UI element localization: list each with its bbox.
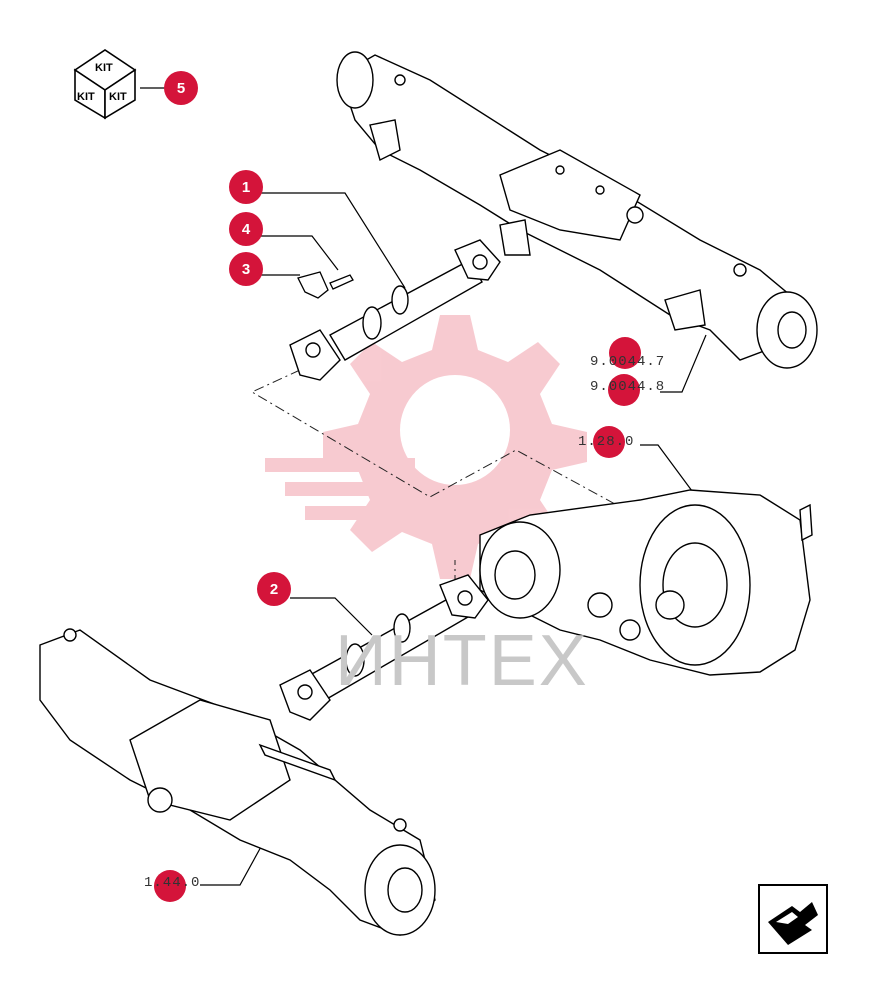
ref-marker-rear-a — [609, 337, 641, 369]
kit-right-label: KIT — [109, 91, 127, 103]
upper-driveshaft — [289, 239, 501, 381]
callout-3[interactable]: 3 — [229, 252, 263, 286]
kit-box-icon — [73, 49, 137, 120]
ref-marker-rear-b — [608, 374, 640, 406]
callout-5[interactable]: 5 — [164, 71, 198, 105]
callout-2[interactable]: 2 — [257, 572, 291, 606]
callout-1[interactable]: 1 — [229, 170, 263, 204]
ref-front-axle[interactable]: 1.44.0 — [144, 875, 201, 891]
rear-axle-assembly — [336, 51, 818, 369]
kit-left-label: KIT — [77, 91, 95, 103]
front-axle-assembly — [39, 628, 436, 936]
ref-marker-front-axle — [154, 870, 186, 902]
lower-driveshaft — [279, 574, 489, 721]
ref-rear-axle-b[interactable]: 9.0044.8 — [590, 379, 666, 395]
watermark-text: ИНТЕХ — [335, 621, 589, 701]
ref-marker-transmission — [593, 426, 625, 458]
ref-rear-axle-a[interactable]: 9.0044.7 — [590, 354, 666, 370]
watermark-gear-icon — [265, 315, 587, 579]
callout-4[interactable]: 4 — [229, 212, 263, 246]
ref-transmission[interactable]: 1.28.0 — [578, 434, 635, 450]
next-page-arrow-icon[interactable] — [758, 884, 828, 954]
transmission-assembly — [479, 489, 813, 676]
kit-top-label: KIT — [95, 62, 113, 74]
clamp-part — [297, 271, 354, 299]
